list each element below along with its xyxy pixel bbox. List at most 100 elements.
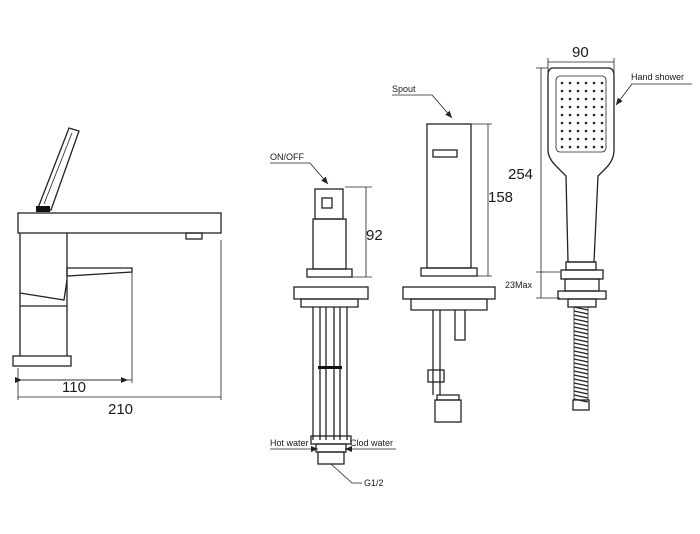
label-on-off: ON/OFF [270, 152, 304, 162]
hose-coil [573, 350, 589, 355]
dim-spout-height: 158 [488, 189, 513, 206]
nozzle-dot [576, 105, 580, 109]
side-base [12, 355, 72, 367]
nozzle-dot [560, 81, 564, 85]
nozzle-dot [592, 105, 596, 109]
hand-shower-assembly: 90 Hand shower 254 23Max [505, 44, 692, 411]
dim-deck-thickness: 23Max [505, 280, 533, 290]
diverter-assembly: ON/OFF 92 Hot water Clod water G1/2 [270, 152, 396, 488]
side-body [17, 212, 222, 234]
nozzle-dot [600, 89, 604, 93]
hose-coil [573, 382, 589, 387]
nozzle-dot [560, 105, 564, 109]
dim-shower-width: 90 [572, 44, 589, 61]
label-cold-water: Clod water [350, 438, 393, 448]
nozzle-dot [576, 113, 580, 117]
nozzle-dot [600, 81, 604, 85]
nozzle-dot [568, 81, 572, 85]
nozzle-dot [600, 105, 604, 109]
nozzle-dot [592, 97, 596, 101]
nozzle-dot [576, 89, 580, 93]
nozzle-dot [600, 121, 604, 125]
nozzle-dot [576, 121, 580, 125]
nozzle-dot [560, 97, 564, 101]
hose-coil [573, 378, 589, 383]
nozzle-dot [584, 137, 588, 141]
nozzle-dot [568, 105, 572, 109]
nozzle-dot [592, 81, 596, 85]
nozzle-dot [568, 129, 572, 133]
nozzle-dot [560, 137, 564, 141]
hose-coil [573, 334, 589, 339]
nozzle-dot [584, 129, 588, 133]
nozzle-dot [584, 121, 588, 125]
faucet-side-view: 110 210 [12, 127, 222, 418]
nozzle-dot [592, 89, 596, 93]
nozzle-dot [568, 145, 572, 149]
nozzle-dot [560, 113, 564, 117]
nozzle-dot [576, 137, 580, 141]
label-hot-water: Hot water [270, 438, 309, 448]
nozzle-dot [576, 81, 580, 85]
spout-assembly: Spout 158 [392, 84, 513, 423]
nozzle-dot [584, 105, 588, 109]
hose-coil [573, 346, 589, 351]
nozzle-dot [560, 145, 564, 149]
hose-coil [573, 314, 589, 319]
nozzle-dot [584, 113, 588, 117]
nozzle-dot [592, 137, 596, 141]
nozzle-dot [560, 89, 564, 93]
side-spout-outlet [185, 232, 203, 240]
hose-coil [573, 342, 589, 347]
nozzle-dot [568, 97, 572, 101]
side-column [19, 233, 68, 356]
shower-hose [573, 306, 589, 403]
nozzle-dot [568, 113, 572, 117]
nozzle-dot [592, 121, 596, 125]
hose-coil [573, 310, 589, 315]
nozzle-dot [600, 97, 604, 101]
nozzle-dot [560, 129, 564, 133]
shower-nozzles [560, 81, 604, 149]
label-hand-shower: Hand shower [631, 72, 684, 82]
nozzle-dot [568, 89, 572, 93]
dim-length: 210 [108, 401, 133, 418]
nozzle-dot [576, 97, 580, 101]
hose-coil [573, 338, 589, 343]
dim-reach: 110 [62, 379, 86, 396]
hose-coil [573, 358, 589, 363]
nozzle-dot [576, 145, 580, 149]
hose-coil [573, 394, 589, 399]
side-lever [66, 267, 133, 277]
nozzle-dot [584, 89, 588, 93]
nozzle-dot [600, 137, 604, 141]
hose-coil [573, 386, 589, 391]
dim-diverter-height: 92 [366, 227, 383, 244]
hose-coil [573, 322, 589, 327]
nozzle-dot [576, 129, 580, 133]
hose-outline [573, 307, 589, 400]
hose-coil [573, 362, 589, 367]
hose-coil [573, 374, 589, 379]
nozzle-dot [560, 121, 564, 125]
label-thread: G1/2 [364, 478, 384, 488]
label-spout: Spout [392, 84, 416, 94]
nozzle-dot [568, 137, 572, 141]
dim-shower-length: 254 [508, 166, 533, 183]
hose-coil [573, 306, 589, 311]
nozzle-dot [584, 97, 588, 101]
nozzle-dot [568, 121, 572, 125]
hose-coil [573, 390, 589, 395]
hose-coil [573, 326, 589, 331]
nozzle-dot [592, 113, 596, 117]
nozzle-dot [600, 113, 604, 117]
hose-coil [573, 318, 589, 323]
nozzle-dot [600, 145, 604, 149]
nozzle-dot [592, 129, 596, 133]
nozzle-dot [592, 145, 596, 149]
hose-coil [573, 366, 589, 371]
nozzle-dot [600, 129, 604, 133]
nozzle-dot [584, 145, 588, 149]
hose-coil [573, 370, 589, 375]
